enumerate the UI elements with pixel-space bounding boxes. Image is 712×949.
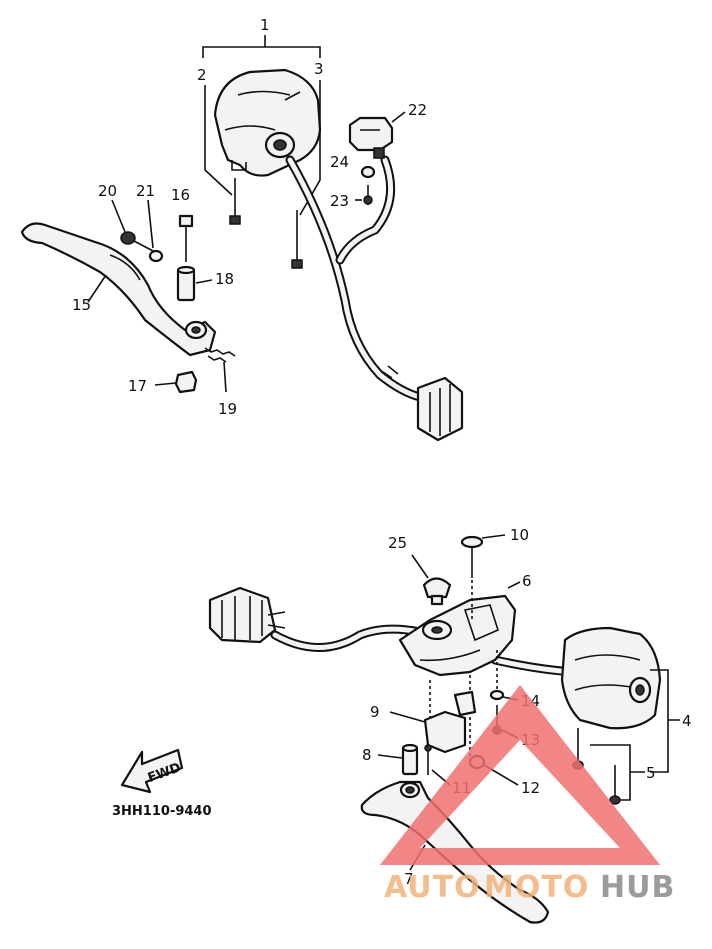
bracket-5 [590, 744, 645, 801]
warning-triangle-icon [380, 685, 660, 865]
bracket-1 [202, 35, 321, 58]
callout-12: 12 [521, 779, 540, 797]
watermark-hub: HUB [600, 870, 675, 905]
callout-16: 16 [171, 186, 190, 204]
washer-14 [489, 689, 505, 701]
screw-5b [609, 765, 621, 805]
callout-17: 17 [128, 377, 147, 395]
nut-24 [360, 165, 376, 179]
callout-7: 7 [404, 870, 414, 888]
fwd-arrow-icon: FWD [120, 748, 183, 794]
collar-18 [176, 265, 196, 302]
master-cylinder [398, 594, 517, 677]
bolt-16 [178, 214, 194, 262]
clutch-switch [348, 116, 394, 159]
watermark-auto: AUTO [384, 870, 481, 905]
reservoir-cap-25 [422, 577, 452, 606]
nut-21 [148, 249, 164, 263]
leader-3 [299, 80, 321, 216]
callout-1: 1 [260, 16, 270, 34]
right-switch-housing [560, 626, 662, 730]
diagram-code: 3HH110-9440 [112, 804, 212, 819]
pin-11 [424, 744, 432, 775]
housing-screw-short [229, 178, 241, 225]
automotohub-watermark: AUTO MOTO HUB [380, 685, 675, 905]
callout-8: 8 [362, 746, 372, 764]
callout-10: 10 [510, 526, 529, 544]
bottom-connector [208, 586, 286, 644]
top-connector [379, 365, 464, 442]
brake-switch [423, 690, 477, 754]
callout-9: 9 [370, 703, 380, 721]
callout-21: 21 [136, 182, 155, 200]
callout-23: 23 [330, 192, 349, 210]
bolt-20 [120, 231, 156, 253]
callout-6: 6 [522, 572, 532, 590]
clutch-lever [20, 222, 217, 357]
callout-3: 3 [314, 60, 324, 78]
callout-20: 20 [98, 182, 117, 200]
collar-8 [401, 743, 419, 776]
callout-18: 18 [215, 270, 234, 288]
callout-2: 2 [197, 66, 207, 84]
callout-22: 22 [408, 101, 427, 119]
bracket-4 [650, 669, 680, 773]
callout-24: 24 [330, 153, 349, 171]
leader-2 [204, 85, 233, 196]
bolt-10 [460, 535, 484, 578]
spring-19 [204, 347, 236, 363]
callout-5: 5 [646, 764, 656, 782]
callout-15: 15 [72, 296, 91, 314]
watermark-moto: MOTO [484, 870, 589, 905]
left-switch-housing [213, 68, 322, 177]
plug-17 [174, 370, 198, 394]
callout-19: 19 [218, 400, 237, 418]
callout-4: 4 [682, 712, 692, 730]
housing-screw-long [291, 210, 303, 269]
screw-23 [363, 185, 373, 205]
callout-25: 25 [388, 534, 407, 552]
